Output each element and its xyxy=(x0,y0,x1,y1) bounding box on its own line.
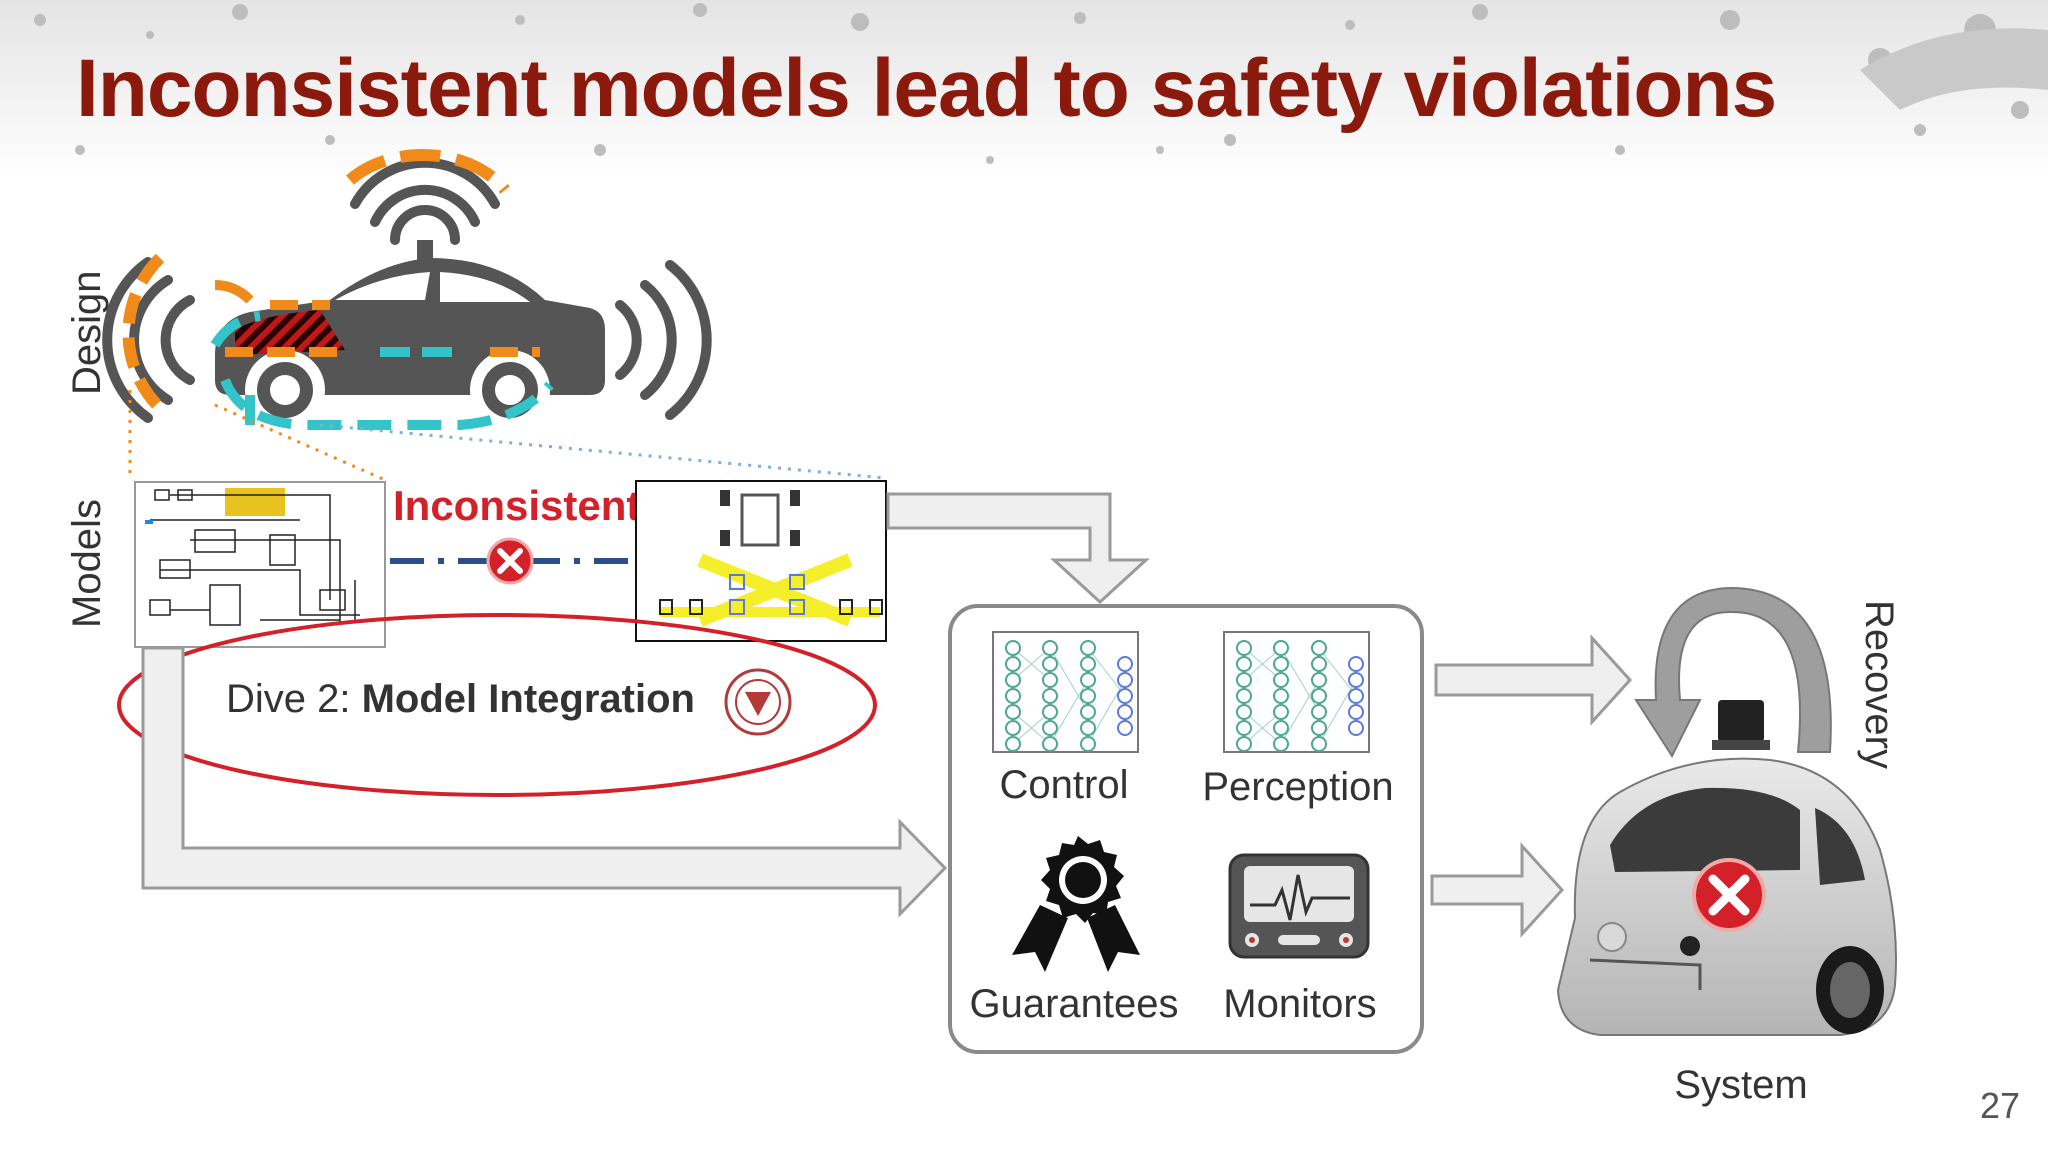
system-failure-icon xyxy=(1692,858,1766,932)
inconsistency-error-icon xyxy=(486,537,534,585)
monitors-label: Monitors xyxy=(1223,982,1376,1026)
perception-icon xyxy=(1223,631,1370,753)
monitors-icon xyxy=(1228,853,1370,959)
simulink-model-diagram xyxy=(134,481,386,648)
control-icon xyxy=(992,631,1139,753)
control-label: Control xyxy=(1000,763,1129,807)
components-to-recovery-arrow xyxy=(1434,634,1633,726)
page-number: 27 xyxy=(1979,1085,2020,1126)
design-car xyxy=(102,149,712,430)
components-to-system-arrow xyxy=(1430,842,1565,938)
inconsistent-label: Inconsistent xyxy=(393,482,640,529)
design-label: Design xyxy=(65,270,109,395)
perception-label: Perception xyxy=(1202,765,1393,809)
models-to-components-arrow xyxy=(886,492,1150,605)
dive-prefix: Dive 2: xyxy=(226,677,362,721)
recovery-arrow xyxy=(1634,586,1832,759)
models-to-system-arrow xyxy=(141,646,948,918)
wifi-icon xyxy=(350,157,500,245)
recovery-label: Recovery xyxy=(1857,600,1901,769)
models-label: Models xyxy=(65,499,109,628)
system-label: System xyxy=(1674,1063,1807,1107)
vehicle-model-diagram xyxy=(635,480,887,642)
title-banner xyxy=(0,0,2048,180)
front-sensor-waves-icon xyxy=(615,260,712,420)
slide-title: Inconsistent models lead to safety viola… xyxy=(76,43,1777,134)
dive-highlight-ellipse xyxy=(117,613,877,797)
guarantees-label: Guarantees xyxy=(969,982,1178,1026)
dive-topic: Model Integration xyxy=(362,677,695,721)
university-seal-icon xyxy=(724,668,792,736)
dive-label: Dive 2: Model Integration xyxy=(226,677,695,721)
guarantees-icon xyxy=(1012,836,1140,972)
